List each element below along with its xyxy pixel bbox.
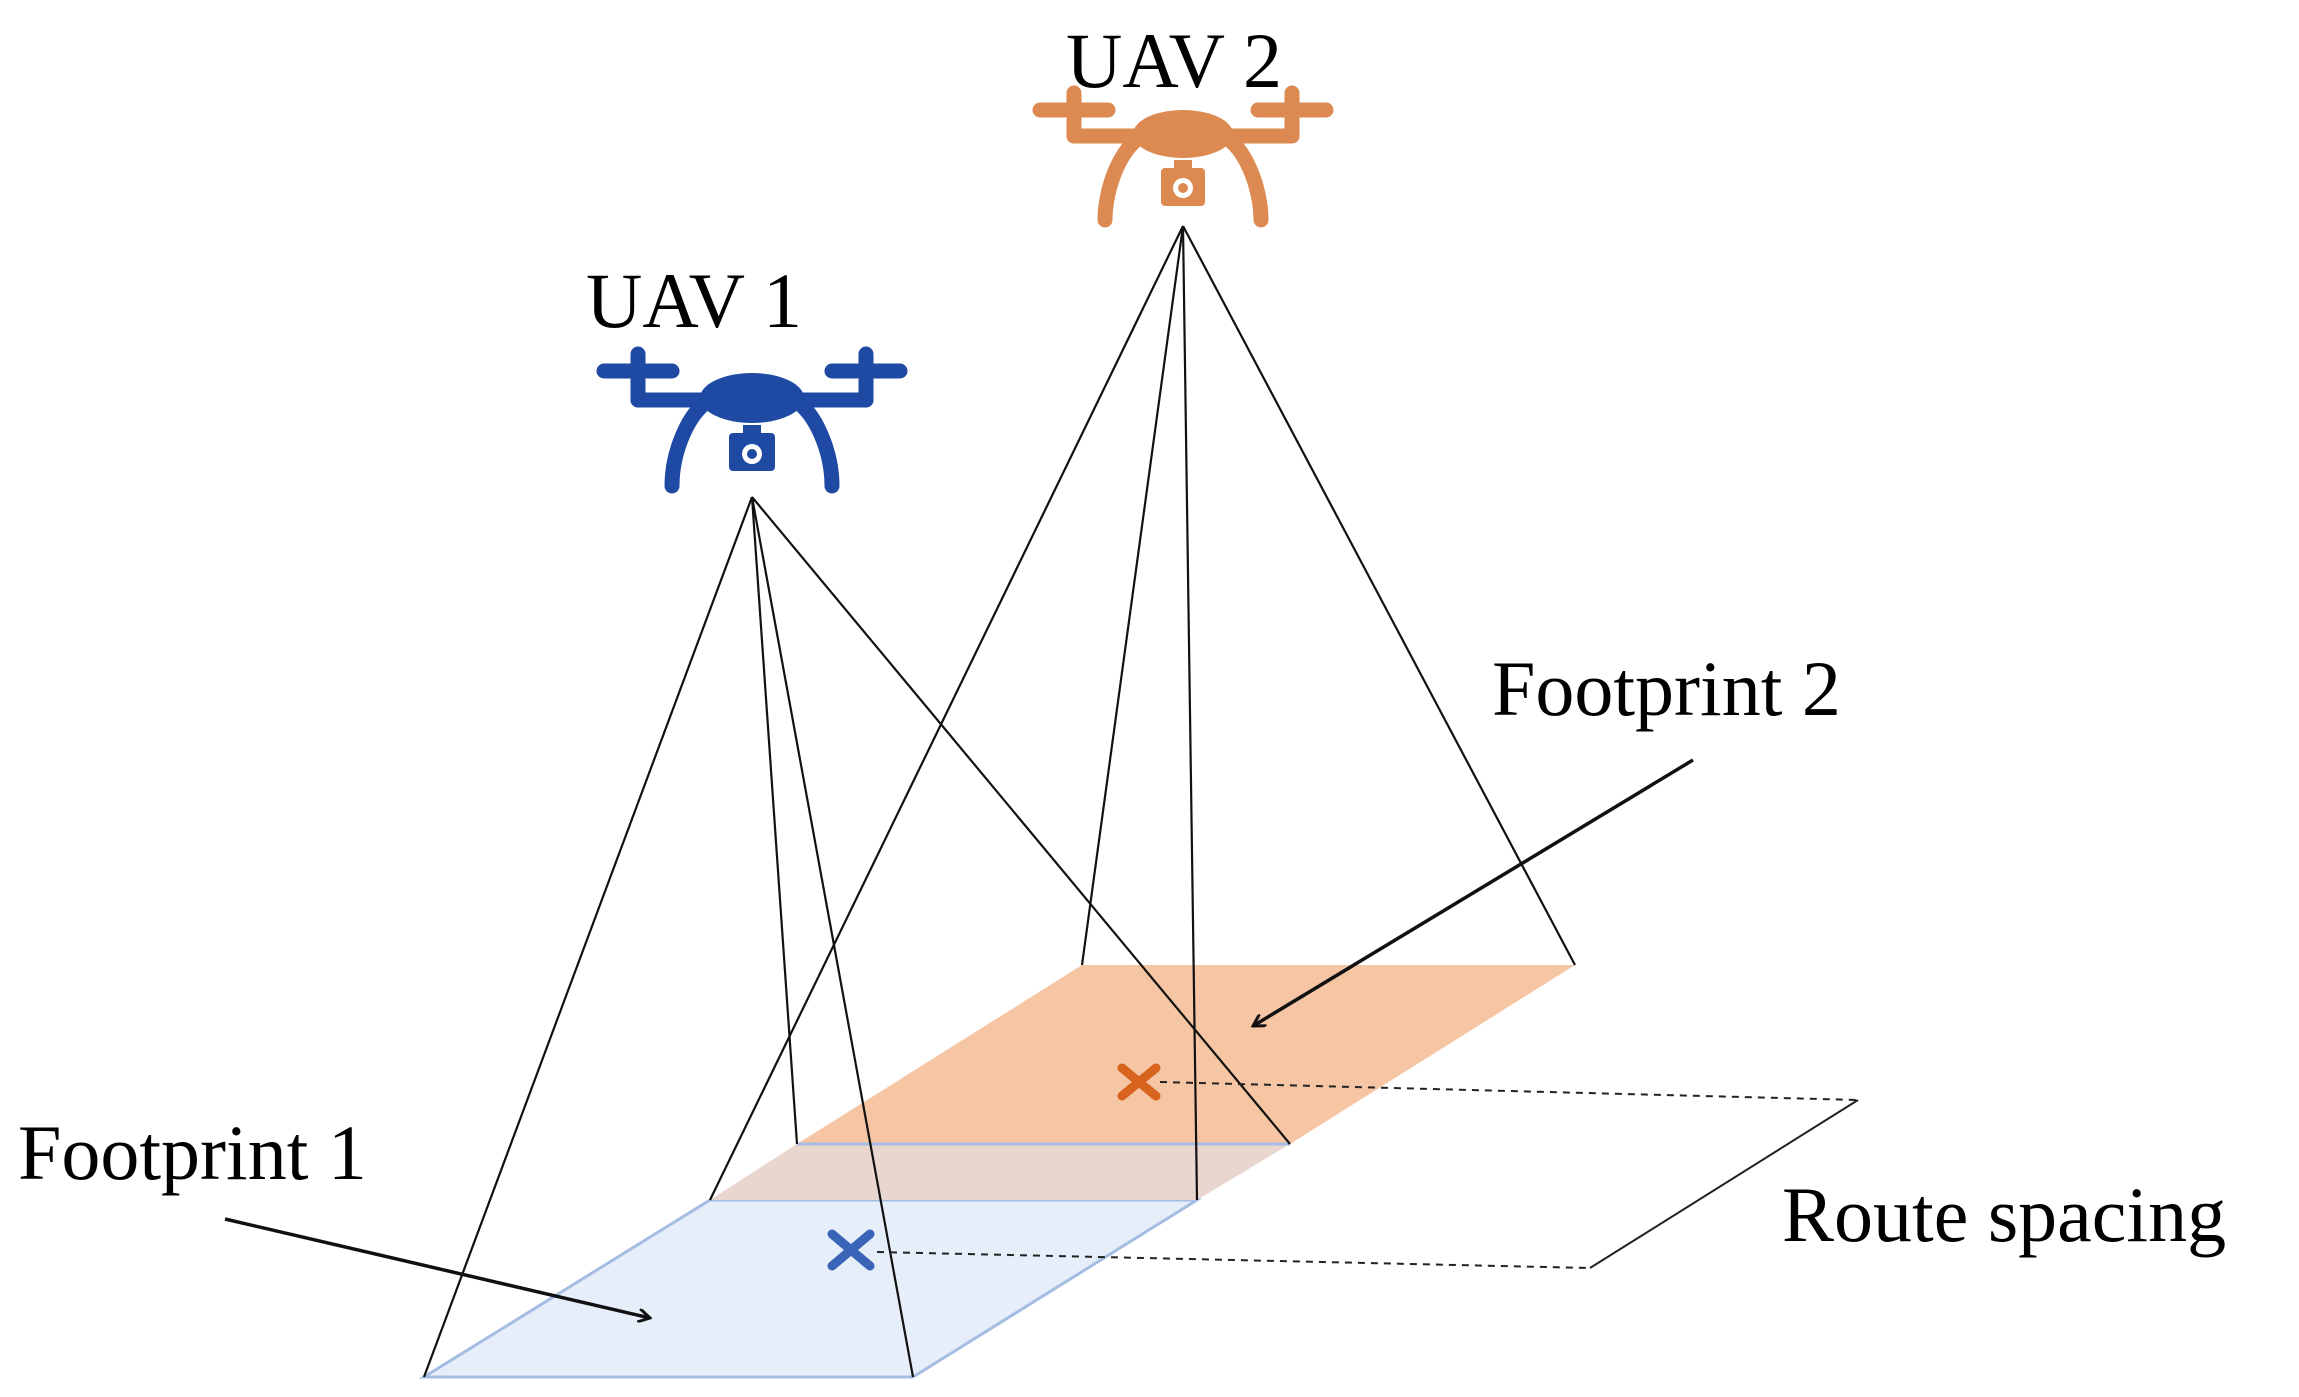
- footprint-2-arrow: [1253, 758, 1694, 1026]
- footprint-2-area: [797, 965, 1575, 1144]
- uav-2-label: UAV 2: [1066, 17, 1283, 104]
- footprint-1-arrow: [224, 1217, 650, 1318]
- x-mark-icon: [827, 1229, 875, 1271]
- uav-1-view-lines: [422, 496, 1291, 1378]
- footprint-1-area: [418, 1198, 1203, 1379]
- drone-camera-icon: [1032, 85, 1334, 228]
- x-mark-icon: [1117, 1063, 1161, 1101]
- uav-1-label: UAV 1: [586, 257, 803, 344]
- footprint-overlap-area: [710, 1144, 1290, 1200]
- footprint-2-label: Footprint 2: [1492, 645, 1841, 732]
- route-spacing-guides: [876, 1081, 1859, 1269]
- footprint-1-label: Footprint 1: [18, 1109, 367, 1196]
- route-spacing-label: Route spacing: [1782, 1171, 2227, 1258]
- drone-camera-icon: [596, 346, 908, 494]
